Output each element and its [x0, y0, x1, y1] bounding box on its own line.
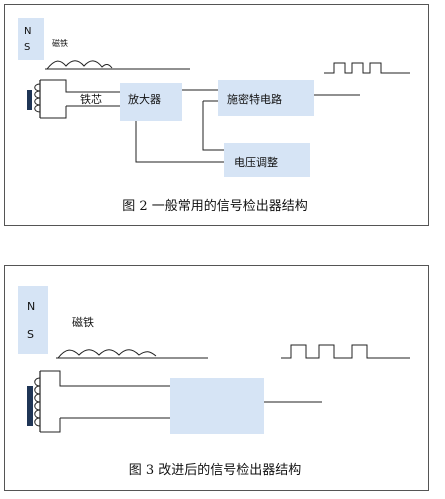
figure-2-diagram: N S 磁铁 铁芯 放大器 施密特电路 电压调整 图 2 一般常用的信号检	[18, 18, 410, 214]
gear-tooth-wave	[46, 60, 113, 70]
core-label: 铁芯	[80, 92, 102, 106]
coil-icon	[34, 83, 41, 113]
figure-3-diagram: N S 磁铁 图 3 改进后的信号检出器结构	[18, 286, 410, 478]
coil-icon	[34, 377, 41, 427]
amplifier-label: 放大器	[128, 92, 161, 106]
figure-3-caption: 图 3 改进后的信号检出器结构	[129, 462, 302, 478]
voltage-adjust-block	[224, 143, 310, 177]
pulse-train-output	[281, 344, 410, 359]
integrated-circuit-block	[170, 378, 264, 434]
magnet-south-pole: S	[24, 42, 30, 53]
magnet-label: 磁铁	[52, 38, 68, 48]
iron-core-bar	[27, 90, 32, 110]
magnet-south-pole: S	[27, 328, 34, 341]
iron-core-bar	[27, 386, 33, 426]
schmitt-circuit-block	[218, 80, 314, 116]
figure-2-panel	[4, 4, 429, 226]
schmitt-to-voltage-line	[202, 101, 224, 151]
schmitt-label: 施密特电路	[227, 92, 282, 106]
figure-2-caption: 图 2 一般常用的信号检出器结构	[122, 198, 308, 214]
sensor-body-outline	[40, 79, 125, 119]
magnet-block	[18, 286, 48, 354]
gear-tooth-wave	[57, 349, 157, 359]
voltage-adjust-label: 电压调整	[234, 155, 278, 169]
amplifier-block	[120, 83, 182, 121]
magnet-block	[18, 18, 44, 60]
magnet-north-pole: N	[24, 26, 31, 37]
magnet-label: 磁铁	[72, 316, 94, 329]
amp-to-voltage-line	[135, 121, 224, 163]
sensor-body-outline	[40, 370, 170, 433]
pulse-train-output	[324, 62, 410, 74]
magnet-north-pole: N	[27, 300, 35, 313]
